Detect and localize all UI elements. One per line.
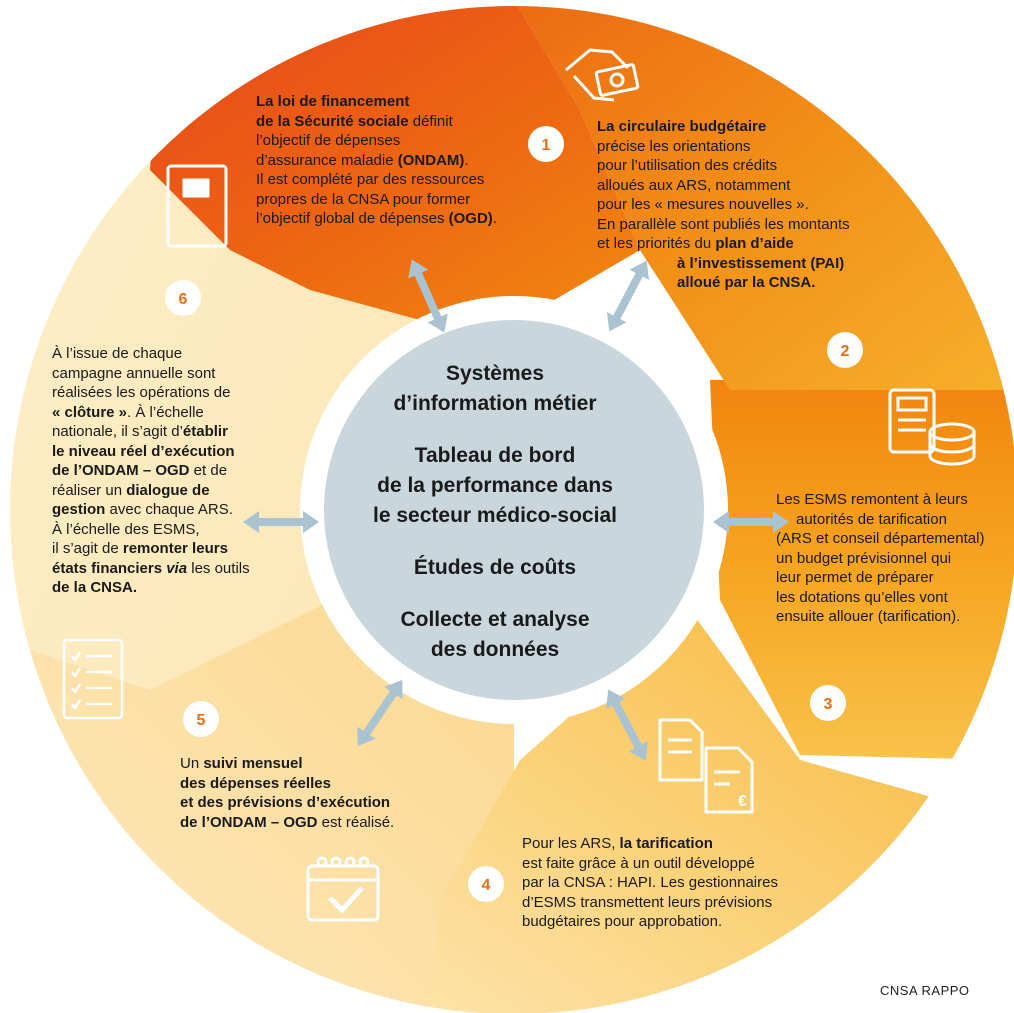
badge-5: 5 [183, 701, 219, 737]
badge-6: 6 [165, 280, 201, 316]
badge-3: 3 [810, 685, 846, 721]
step-4-text: Pour les ARS, la tarification est faite … [522, 835, 778, 930]
arrow-left [243, 511, 319, 533]
badge-1-number: 1 [542, 137, 551, 154]
step-5-text: Un suivi mensuel des dépenses réelles et… [180, 755, 395, 831]
center-title-line-3: Tableau de bord [414, 444, 576, 467]
calculator-coins-icon [888, 388, 976, 466]
badge-1: 1 [528, 126, 564, 162]
badge-6-number: 6 [179, 291, 188, 308]
center-title-line-7: Collecte et analyse [400, 608, 590, 631]
checklist-icon [62, 638, 124, 720]
footer-label: CNSA RAPPO [880, 983, 970, 998]
segment-3 [710, 380, 1014, 760]
arrow-bottom-right [606, 689, 648, 761]
center-title-line-5: le secteur médico-social [373, 504, 617, 527]
calendar-check-icon [306, 856, 380, 922]
badge-2-number: 2 [841, 343, 850, 360]
arrow-bottom-left [357, 679, 403, 747]
center-title-line-8: des données [430, 638, 560, 661]
step-6-text: À l’issue de chaque campagne annuelle so… [52, 345, 250, 596]
money-hand-icon [565, 48, 640, 102]
center-disc [324, 320, 704, 700]
step-1-text: La loi de financement de la Sécurité soc… [256, 93, 497, 227]
segment-1 [150, 6, 640, 320]
arrow-top-right [607, 260, 649, 332]
center-title-line-6: Études de coûts [413, 556, 577, 579]
step-2-text: La circulaire budgétaire précise les ori… [597, 118, 850, 291]
center-title-line-1: Systèmes [445, 362, 545, 385]
center-title-line-2: d’information métier [393, 392, 597, 415]
arrow-top-left [408, 259, 448, 333]
book-icon [166, 164, 228, 248]
badge-3-number: 3 [824, 696, 833, 713]
badge-5-number: 5 [197, 712, 206, 729]
badge-4: 4 [468, 866, 504, 902]
center-title-line-4: de la performance dans [377, 474, 613, 497]
documents-euro-icon: € [658, 718, 754, 814]
badge-2: 2 [827, 332, 863, 368]
arrows [243, 259, 789, 761]
svg-text:€: € [738, 793, 747, 810]
arrow-right [713, 511, 789, 533]
badge-4-number: 4 [482, 877, 491, 894]
step-3-text: Les ESMS remontent à leurs autorités de … [776, 491, 985, 625]
